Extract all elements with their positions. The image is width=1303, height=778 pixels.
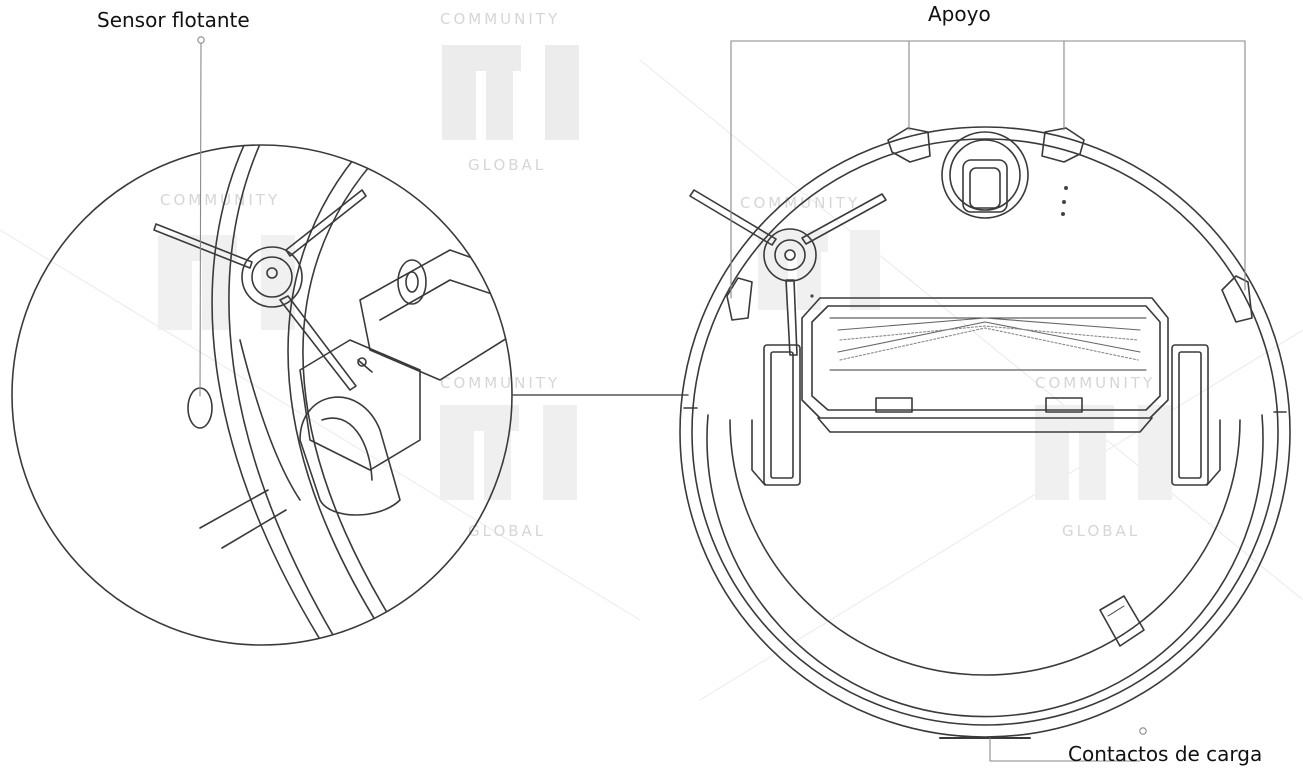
- front-caster: [941, 131, 1029, 219]
- watermark-global: GLOBAL: [1062, 522, 1140, 540]
- right-drive-wheel: [1171, 344, 1221, 486]
- leader-sensor: [199, 39, 202, 397]
- watermark-logo: COMMUNITY: [158, 191, 295, 330]
- watermark-community: COMMUNITY: [440, 374, 560, 392]
- charging-contact: [1099, 595, 1145, 647]
- side-brush-arm: [279, 295, 357, 391]
- leader-lines: [197, 36, 1246, 762]
- watermark-logos: COMMUNITY GLOBAL COMMUNITY GLOBAL COMMUN…: [158, 10, 1172, 540]
- watermark-logo: COMMUNITY GLOBAL: [1035, 374, 1172, 540]
- watermark-community: COMMUNITY: [1035, 374, 1155, 392]
- main-brush-housing: [801, 297, 1169, 433]
- caster-wheel: [397, 259, 427, 305]
- detail-magnifier: [11, 144, 513, 646]
- label-contactos-de-carga: Contactos de carga: [1068, 742, 1263, 766]
- side-brush: [689, 189, 887, 356]
- side-brush-hub: [241, 246, 303, 308]
- watermark-community: COMMUNITY: [440, 10, 560, 28]
- watermark-community: COMMUNITY: [740, 194, 860, 212]
- watermark-logo: COMMUNITY GLOBAL: [440, 374, 577, 540]
- support-pad: [887, 127, 931, 163]
- side-brush-arm: [153, 223, 253, 269]
- body-outer-edge: [211, 145, 361, 645]
- robot-underside: [679, 126, 1291, 739]
- robot-inner-rim: [691, 138, 1279, 726]
- background-guides: [0, 59, 1303, 701]
- drive-wheel: [299, 396, 401, 516]
- leader-contactos: [989, 737, 1141, 762]
- support-pad: [1041, 127, 1085, 163]
- body-inner-rim: [287, 145, 431, 645]
- cliff-sensor-dots: [810, 186, 1068, 298]
- chassis-block: [359, 249, 512, 381]
- main-roller-brush: [829, 317, 1147, 371]
- detail-circle-outline: [11, 144, 513, 646]
- watermark-global: GLOBAL: [468, 522, 546, 540]
- watermark-logo: COMMUNITY: [740, 194, 880, 310]
- robot-base-plate: [706, 414, 1264, 718]
- watermark-logo: COMMUNITY GLOBAL: [440, 10, 579, 174]
- support-pad: [726, 277, 753, 321]
- support-pad: [1221, 275, 1253, 323]
- label-sensor-flotante: Sensor flotante: [97, 8, 250, 32]
- label-apoyo: Apoyo: [928, 2, 991, 26]
- side-brush-arm: [285, 189, 367, 257]
- watermark-community: COMMUNITY: [160, 191, 280, 209]
- left-drive-wheel: [751, 344, 801, 486]
- watermark-global: GLOBAL: [468, 156, 546, 174]
